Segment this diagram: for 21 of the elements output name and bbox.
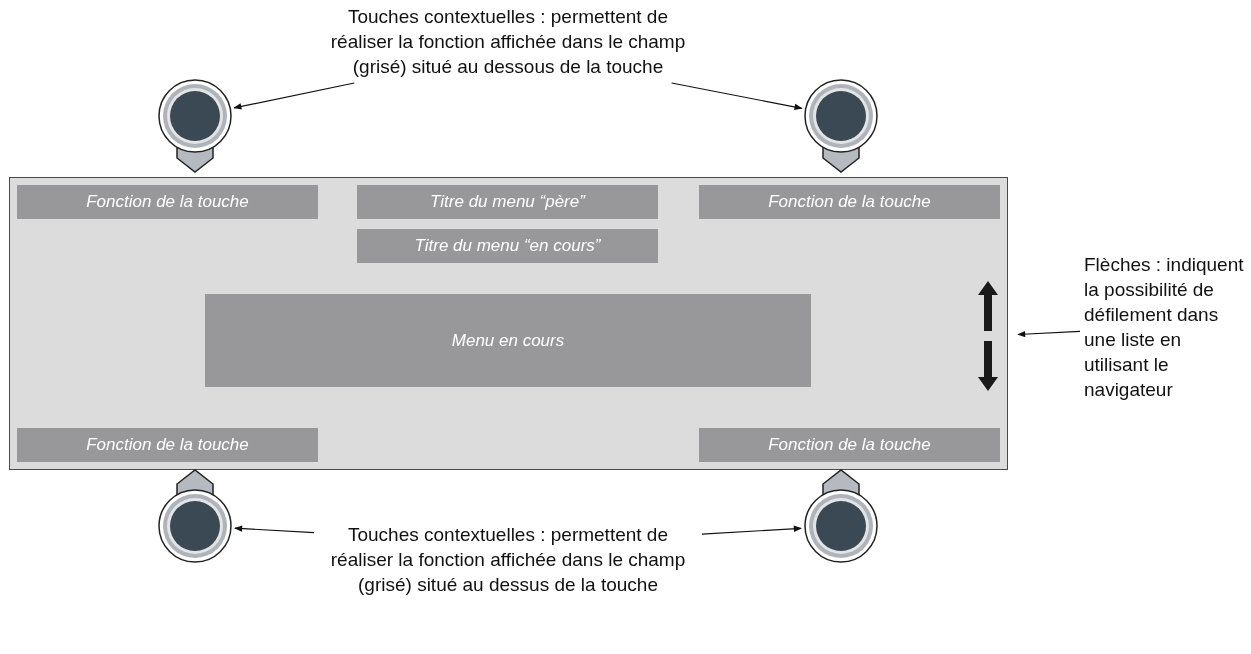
annotation-text: Flèches : indiquent la possibilité de défilement dans une liste en utilisant le navigateur xyxy=(1084,252,1246,402)
function-field: Fonction de la touche xyxy=(699,185,1000,219)
arrow xyxy=(701,525,802,535)
arrow xyxy=(1017,330,1081,338)
annotation-text: Touches contextuelles : permettent de réaliser la fonction affichée dans le champ (grisé) situé au dessus de la touche xyxy=(318,522,698,597)
function-field: Fonction de la touche xyxy=(17,428,318,462)
arrow xyxy=(234,525,315,534)
knob-button xyxy=(803,78,879,174)
function-field: Titre du menu “en cours” xyxy=(357,229,658,263)
annotation-text: Touches contextuelles : permettent de réaliser la fonction affichée dans le champ (grisé) situé au dessous de la touche xyxy=(318,4,698,79)
function-field: Titre du menu “père” xyxy=(357,185,658,219)
function-field: Fonction de la touche xyxy=(17,185,318,219)
display-screen xyxy=(9,177,1008,470)
knob-button xyxy=(157,78,233,174)
scroll-arrows-icon xyxy=(976,281,1000,391)
knob-button xyxy=(157,468,233,564)
function-field: Fonction de la touche xyxy=(699,428,1000,462)
arrow xyxy=(233,82,355,110)
knob-button xyxy=(803,468,879,564)
function-field: Menu en cours xyxy=(205,294,811,387)
arrow xyxy=(670,82,803,111)
